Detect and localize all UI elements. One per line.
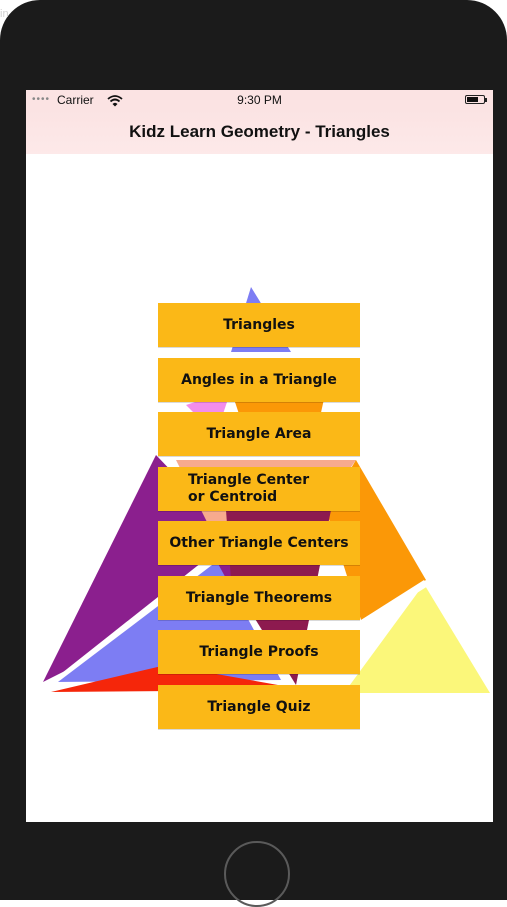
battery-icon	[465, 95, 487, 104]
menu-button-triangle-theorems[interactable]: Triangle Theorems	[158, 576, 360, 620]
home-button[interactable]	[224, 841, 290, 907]
menu-button-label: Triangle Theorems	[185, 590, 333, 606]
menu-button-triangles[interactable]: Triangles	[158, 303, 360, 347]
navigation-bar-title: Kidz Learn Geometry - Triangles	[26, 110, 493, 154]
menu-button-label: Triangle Area	[206, 426, 312, 442]
menu-button-other-triangle-centers[interactable]: Other Triangle Centers	[158, 521, 360, 565]
status-bar: •••• Carrier 9:30 PM	[26, 90, 493, 110]
carrier-label: Carrier	[57, 93, 94, 107]
menu-button-label: Triangle Center	[188, 472, 310, 488]
signal-icon: ••••	[32, 94, 51, 105]
white-divider	[361, 580, 428, 625]
menu-button-label-line2: or Centroid	[188, 489, 278, 505]
menu-button-triangle-area[interactable]: Triangle Area	[158, 412, 360, 456]
page-edge-label: in	[0, 8, 9, 20]
menu-button-label: Triangle Quiz	[207, 699, 311, 715]
yellow-triangle	[344, 584, 490, 693]
menu-button-label: Triangle Proofs	[199, 644, 319, 660]
menu-button-label: Angles in a Triangle	[181, 372, 337, 388]
menu-button-triangle-center[interactable]: Triangle Center or Centroid	[158, 467, 360, 511]
menu-button-label: Triangles	[223, 317, 295, 333]
menu-button-angles-in-a-triangle[interactable]: Angles in a Triangle	[158, 358, 360, 402]
clock: 9:30 PM	[237, 93, 282, 107]
menu-button-label: Other Triangle Centers	[169, 535, 349, 551]
app-screen: •••• Carrier 9:30 PM Kidz Learn Geometry…	[26, 90, 493, 822]
menu-button-triangle-proofs[interactable]: Triangle Proofs	[158, 630, 360, 674]
menu-button-triangle-quiz[interactable]: Triangle Quiz	[158, 685, 360, 729]
wifi-icon	[107, 93, 123, 113]
